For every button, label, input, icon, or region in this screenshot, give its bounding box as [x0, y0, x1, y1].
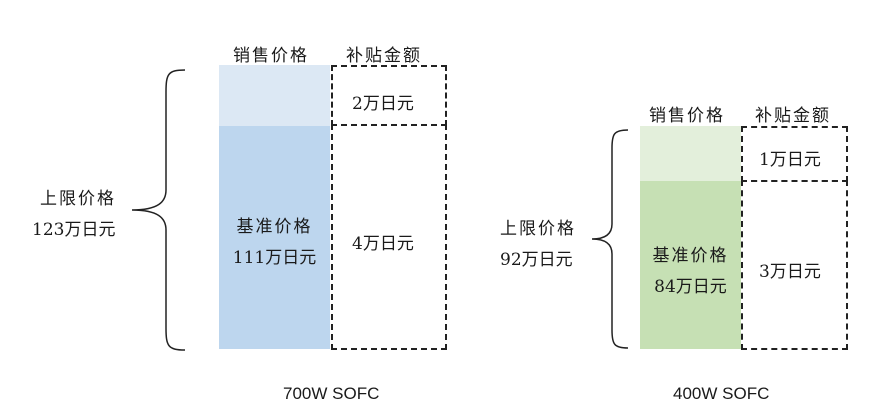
- right-base-price-label: 基准价格: [652, 246, 729, 266]
- right-upper-price-band: [640, 126, 741, 181]
- right-sales-price-header: 销售价格: [649, 106, 725, 126]
- left-base-price-label: 基准价格: [236, 217, 313, 237]
- right-base-price-bar: [640, 181, 741, 349]
- right-subsidy-header: 补贴金额: [755, 106, 831, 126]
- left-upper-limit-value: 123万日元: [32, 220, 116, 240]
- right-subsidy-bottom-value: 3万日元: [759, 262, 821, 282]
- left-subsidy-bottom-value: 4万日元: [352, 234, 414, 254]
- left-upper-price-band: [219, 65, 330, 126]
- right-caption: 400W SOFC: [673, 384, 770, 403]
- left-caption: 700W SOFC: [283, 384, 380, 403]
- left-base-price-value: 111万日元: [232, 248, 317, 268]
- right-upper-limit-label: 上限价格: [500, 219, 576, 239]
- right-base-label: 基准价格 84万日元: [640, 241, 741, 297]
- right-subsidy-bottom-box: [741, 180, 848, 350]
- left-sales-price-header: 销售价格: [233, 46, 309, 66]
- left-subsidy-header: 补贴金额: [346, 46, 422, 66]
- left-brace-icon: [131, 69, 186, 351]
- right-upper-limit-value: 92万日元: [500, 250, 573, 270]
- left-subsidy-bottom-box: [331, 124, 447, 350]
- left-base-price-bar: [219, 126, 330, 349]
- left-base-label: 基准价格 111万日元: [219, 212, 330, 268]
- left-subsidy-top-value: 2万日元: [352, 94, 414, 114]
- right-base-price-value: 84万日元: [654, 277, 727, 297]
- right-upper-limit: 上限价格 92万日元: [500, 214, 576, 270]
- left-upper-limit-label: 上限价格: [40, 189, 116, 209]
- right-brace-icon: [591, 129, 629, 349]
- left-upper-limit: 上限价格 123万日元: [32, 184, 116, 240]
- right-subsidy-top-value: 1万日元: [759, 150, 821, 170]
